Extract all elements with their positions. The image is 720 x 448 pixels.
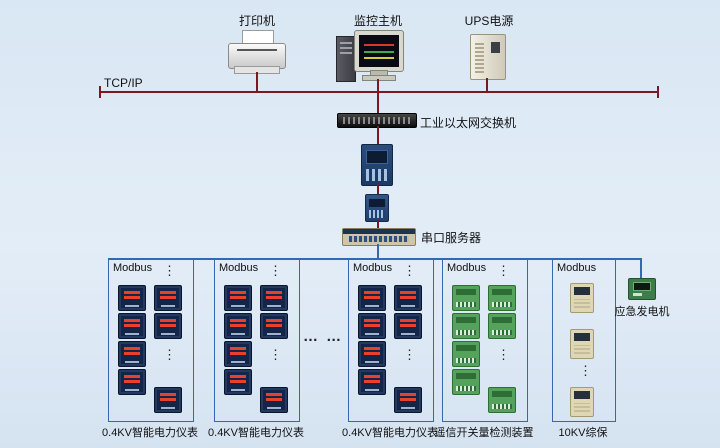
omitted-branches-ellipsis: … … — [303, 328, 344, 345]
io-module-icon — [452, 285, 480, 311]
generator-drop-line — [640, 258, 642, 278]
converter-to-server-line — [377, 220, 379, 228]
ellipsis-vertical: ⋮ — [403, 263, 416, 278]
power-meter-icon — [118, 313, 146, 339]
protection-relay-icon — [570, 329, 594, 359]
power-meter-icon — [154, 387, 182, 413]
ellipsis-vertical: ⋮ — [497, 263, 510, 278]
protection-relay-icon — [570, 387, 594, 417]
branch-bottom-label: 10KV综保 — [558, 427, 608, 439]
power-meter-icon — [260, 313, 288, 339]
power-meter-icon — [358, 369, 386, 395]
monitor-drop-line — [377, 79, 379, 91]
power-meter-icon — [358, 341, 386, 367]
printer-icon — [228, 30, 286, 74]
ethernet-switch-label: 工业以太网交换机 — [420, 116, 517, 130]
bus-to-switch-line — [377, 93, 379, 113]
ups-drop-line — [486, 78, 488, 91]
modbus-label: Modbus — [219, 262, 259, 274]
printer-label: 打印机 — [238, 14, 276, 28]
monitor-host-label: 监控主机 — [353, 14, 403, 28]
ellipsis-vertical: ⋮ — [163, 347, 176, 362]
ellipsis-vertical: ⋮ — [403, 347, 416, 362]
protection-relay-icon — [570, 283, 594, 313]
modbus-label: Modbus — [353, 262, 393, 274]
generator-label: 应急发电机 — [614, 306, 670, 318]
ellipsis-vertical: ⋮ — [269, 263, 282, 278]
serial-server-icon — [342, 228, 416, 246]
modbus-bus-line — [108, 258, 642, 260]
power-meter-icon — [224, 341, 252, 367]
branch-bottom-label: 0.4KV智能电力仪表 — [342, 427, 438, 439]
power-meter-icon — [358, 285, 386, 311]
modbus-branch-1: Modbus ⋮ ⋮ — [108, 258, 194, 422]
power-meter-icon — [394, 285, 422, 311]
modbus-label: Modbus — [447, 262, 487, 274]
power-meter-icon — [394, 387, 422, 413]
io-module-icon — [488, 313, 516, 339]
branch-bottom-label: 遥信开关量检测装置 — [434, 427, 534, 439]
ups-icon — [470, 34, 506, 80]
modbus-branch-4: Modbus ⋮ ⋮ — [442, 258, 528, 422]
power-meter-icon — [154, 285, 182, 311]
crt-monitor-icon — [354, 30, 404, 72]
modbus-branch-5: Modbus ⋮ — [552, 258, 616, 422]
io-module-icon — [452, 369, 480, 395]
io-module-icon — [452, 341, 480, 367]
pc-tower-icon — [336, 36, 356, 82]
generator-controller-icon — [628, 278, 656, 300]
branch-bottom-label: 0.4KV智能电力仪表 — [208, 427, 304, 439]
ellipsis-vertical: ⋮ — [163, 263, 176, 278]
io-module-icon — [452, 313, 480, 339]
serial-server-label: 串口服务器 — [421, 231, 482, 245]
power-meter-icon — [260, 387, 288, 413]
power-meter-icon — [224, 285, 252, 311]
power-meter-icon — [358, 313, 386, 339]
power-meter-icon — [260, 285, 288, 311]
power-meter-icon — [118, 369, 146, 395]
io-module-icon — [488, 285, 516, 311]
tcpip-bus-left-cap — [99, 86, 101, 98]
modbus-label: Modbus — [113, 262, 153, 274]
tcpip-bus-line — [100, 91, 658, 93]
branch-bottom-label: 0.4KV智能电力仪表 — [102, 427, 198, 439]
switch-to-iswitch-line — [377, 126, 379, 144]
printer-drop-line — [256, 72, 258, 91]
server-to-modbus-line — [377, 244, 379, 259]
modbus-branch-3: Modbus ⋮ ⋮ — [348, 258, 434, 422]
monitor-base — [362, 75, 396, 81]
ellipsis-vertical: ⋮ — [579, 363, 592, 378]
industrial-switch-icon — [361, 144, 393, 186]
power-meter-icon — [394, 313, 422, 339]
tcpip-bus-label: TCP/IP — [104, 76, 143, 90]
iswitch-to-converter-line — [377, 184, 379, 194]
power-meter-icon — [224, 313, 252, 339]
modbus-branch-2: Modbus ⋮ ⋮ — [214, 258, 300, 422]
ellipsis-vertical: ⋮ — [497, 347, 510, 362]
tcpip-bus-right-cap — [657, 86, 659, 98]
ellipsis-vertical: ⋮ — [269, 347, 282, 362]
power-meter-icon — [154, 313, 182, 339]
printer-body — [228, 43, 286, 69]
modbus-label: Modbus — [557, 262, 597, 274]
power-meter-icon — [224, 369, 252, 395]
power-meter-icon — [118, 285, 146, 311]
media-converter-icon — [365, 194, 389, 222]
ups-label: UPS电源 — [464, 14, 514, 28]
power-meter-icon — [118, 341, 146, 367]
io-module-icon — [488, 387, 516, 413]
